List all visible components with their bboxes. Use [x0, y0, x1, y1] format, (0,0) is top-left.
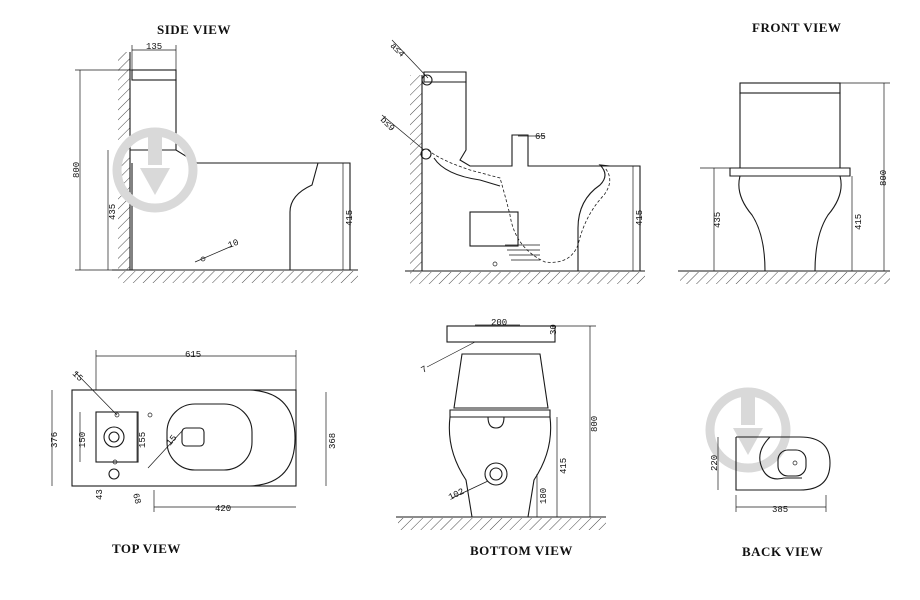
top-dim-width-left: 376 [50, 432, 60, 448]
top-view-title: TOP VIEW [112, 541, 181, 556]
bottom-dim-gap: 7 [420, 364, 430, 375]
bottom-view-title: BOTTOM VIEW [470, 543, 573, 558]
front-tank-lid [739, 82, 841, 94]
top-dim-outlet: 68 [130, 492, 142, 505]
back-opening [777, 449, 807, 477]
bottom-dim-tank-width: 200 [491, 318, 507, 328]
section-dim-pipe: 65 [535, 132, 546, 142]
section-view: a≤4 b≤9 65 415 [378, 39, 645, 284]
side-dim-outlet: 10 [227, 238, 241, 251]
side-view-title: SIDE VIEW [157, 22, 231, 37]
side-dim-tank-depth: 135 [146, 42, 162, 52]
top-outline [71, 389, 297, 487]
side-view: SIDE VIEW 135 800 435 415 10 [72, 22, 358, 283]
bottom-seat [449, 409, 551, 418]
front-dim-total-height: 800 [879, 170, 889, 186]
watermark-logo-right [705, 387, 791, 473]
bottom-dim-drain: 102 [447, 487, 466, 503]
front-dim-seat-height: 435 [713, 212, 723, 228]
bottom-drain-circle [484, 462, 508, 486]
section-flush-circle [420, 148, 432, 160]
bottom-notch [487, 416, 505, 429]
bottom-dim-drain-height: 180 [539, 488, 549, 504]
section-dim-bowl-height: 415 [635, 210, 645, 226]
side-floor-hatch [118, 271, 358, 283]
front-floor-hatch [680, 272, 890, 284]
section-dim-angle-b: b≤9 [378, 115, 397, 134]
front-view: FRONT VIEW 435 415 800 [678, 20, 890, 284]
bottom-view: BOTTOM VIEW 200 30 7 800 415 180 102 [396, 318, 606, 558]
top-dim-bowl-length: 420 [215, 504, 231, 514]
section-inlet-circle [421, 74, 433, 86]
section-water-lines [505, 244, 540, 261]
bottom-floor-hatch [398, 518, 606, 530]
side-dim-bowl-height: 415 [345, 210, 355, 226]
back-view-title: BACK VIEW [742, 544, 823, 559]
bottom-tank [453, 353, 549, 409]
top-dim-width-right: 368 [328, 433, 338, 449]
section-wall-hatch [410, 75, 422, 271]
front-dim-bowl-height: 415 [854, 214, 864, 230]
back-view: BACK VIEW 220 385 [705, 387, 831, 559]
top-dim-hole-offset: 155 [138, 432, 148, 448]
top-drain-circle [103, 426, 125, 448]
back-outline [735, 436, 831, 491]
bottom-tank-lid [446, 325, 556, 343]
side-dim-total-height: 800 [72, 162, 82, 178]
bottom-pedestal [448, 416, 552, 518]
watermark-logo-left [112, 127, 198, 213]
front-pedestal [738, 175, 842, 272]
top-dim-length: 615 [185, 350, 201, 360]
front-view-title: FRONT VIEW [752, 20, 841, 35]
top-dim-hole: 43 [95, 489, 105, 500]
section-outlet-box [469, 211, 519, 247]
section-rim-channel [433, 157, 501, 187]
top-bowl-hole [181, 427, 205, 447]
side-dim-seat-height: 435 [108, 204, 118, 220]
top-dim-hole-spacing: 150 [78, 432, 88, 448]
back-dim-height: 220 [710, 455, 720, 471]
back-dim-width: 385 [772, 505, 788, 515]
side-tank-lid [131, 69, 177, 81]
front-seat [729, 167, 851, 177]
top-view: TOP VIEW 615 376 368 150 155 15 43 68 15… [50, 350, 338, 556]
top-dim-corner: 15 [70, 369, 85, 384]
back-inner-curve [736, 436, 802, 480]
section-floor-hatch [410, 272, 645, 284]
side-wall-hatch [118, 52, 130, 270]
bottom-dim-outlet-height: 415 [559, 458, 569, 474]
top-outlet-circle [108, 468, 120, 480]
section-trapway [427, 149, 611, 263]
top-tank-outline [95, 411, 139, 463]
bottom-dim-lid: 30 [549, 324, 559, 335]
side-bowl [130, 149, 351, 271]
top-seat-opening [166, 403, 253, 471]
top-bowl-rim [160, 389, 296, 487]
bottom-dim-total-height: 800 [590, 416, 600, 432]
section-dim-angle-a: a≤4 [388, 41, 407, 60]
front-tank [739, 92, 841, 169]
section-body [424, 81, 641, 272]
